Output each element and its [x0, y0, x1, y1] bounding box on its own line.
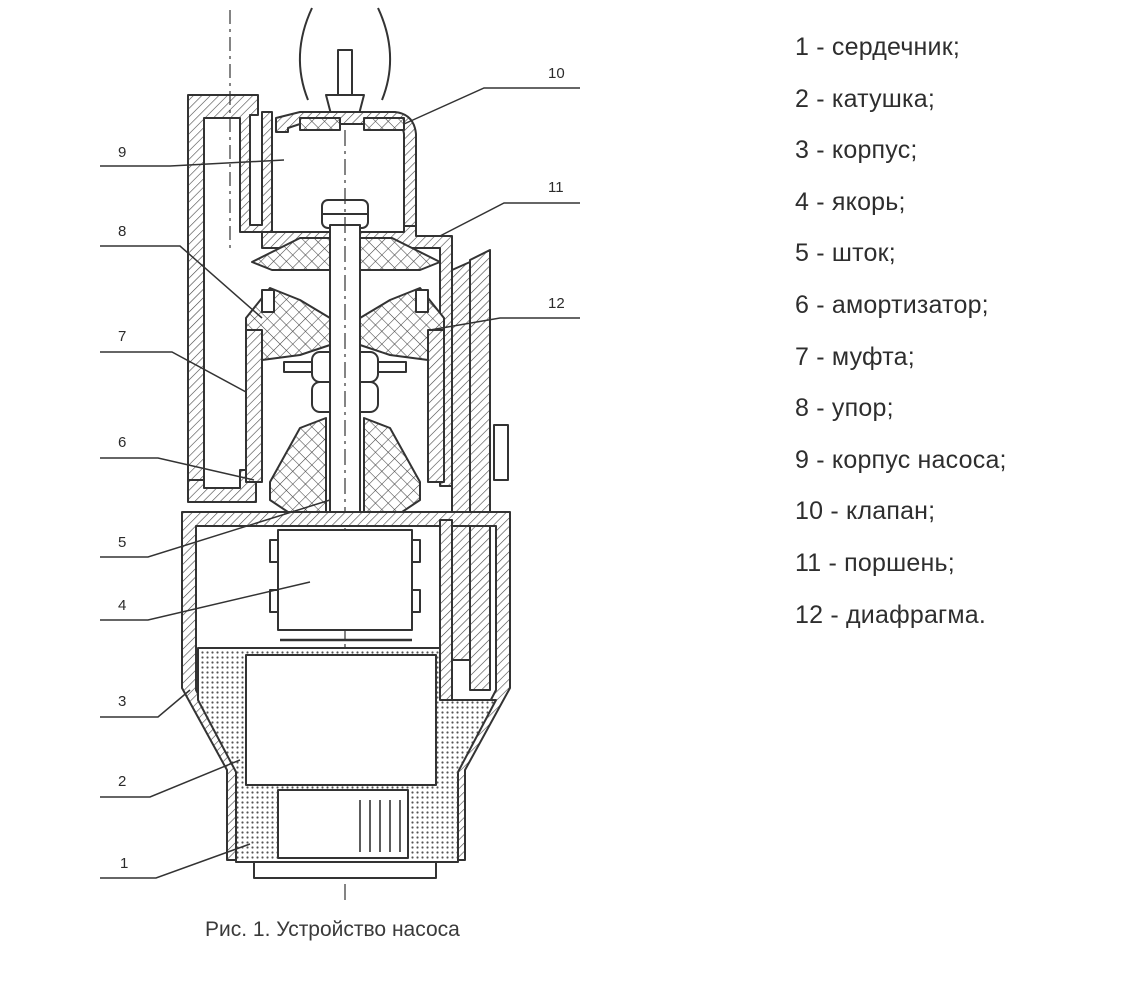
callout-4: 4	[118, 597, 126, 614]
legend-item: 11 - поршень;	[795, 548, 955, 577]
top-arc-right	[377, 7, 392, 101]
legend-item: 12 - диафрагма.	[795, 600, 987, 629]
outlet-pipe	[187, 94, 273, 481]
bottom-plate	[253, 861, 437, 879]
lower-housing	[181, 511, 511, 861]
callout-3: 3	[118, 693, 126, 710]
callout-1: 1	[120, 855, 128, 872]
legend-item: 8 - упор;	[795, 394, 894, 423]
callout-12: 12	[548, 295, 565, 312]
callout-7: 7	[118, 328, 126, 345]
legend-item: 5 - шток;	[795, 239, 896, 268]
legend-item: 9 - корпус насоса;	[795, 445, 1007, 474]
legend-item: 10 - клапан;	[795, 497, 936, 526]
shock-absorber	[269, 417, 327, 521]
callout-2: 2	[118, 773, 126, 790]
legend-item: 2 - катушка;	[795, 84, 935, 113]
legend-item: 7 - муфта;	[795, 342, 915, 371]
callout-5: 5	[118, 534, 126, 551]
callout-10: 10	[548, 65, 565, 82]
stem-rod	[337, 49, 353, 96]
legend-item: 3 - корпус;	[795, 136, 918, 165]
callout-11: 11	[548, 179, 564, 196]
legend-item: 4 - якорь;	[795, 187, 906, 216]
parts-legend: 1 - сердечник; 2 - катушка; 3 - корпус; …	[795, 22, 1007, 641]
legend-item: 1 - сердечник;	[795, 33, 960, 61]
figure-caption: Рис. 1. Устройство насоса	[205, 918, 460, 941]
legend-item: 6 - амортизатор;	[795, 290, 989, 319]
core	[245, 654, 437, 786]
callout-8: 8	[118, 223, 126, 240]
top-arc-left	[299, 7, 313, 101]
side-channel	[451, 261, 471, 661]
coupling	[245, 329, 263, 483]
callout-9: 9	[118, 144, 126, 161]
armature	[277, 529, 413, 631]
callout-6: 6	[118, 434, 126, 451]
